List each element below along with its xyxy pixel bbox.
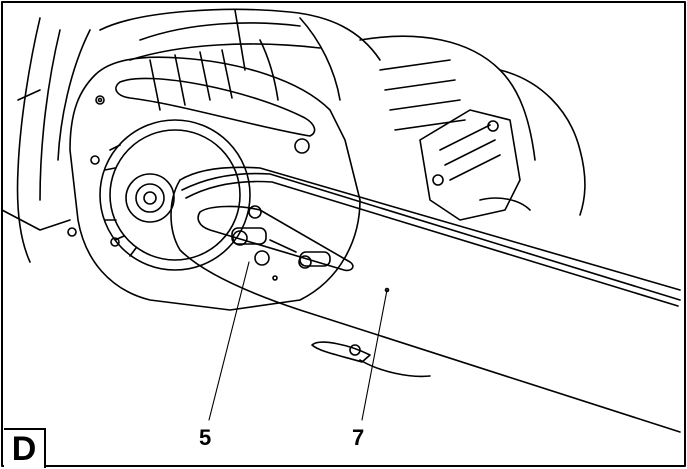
panel-label: D — [4, 428, 46, 468]
leader-7 — [361, 289, 388, 421]
callout-leaders — [208, 261, 388, 421]
callout-5-label: 5 — [199, 425, 212, 450]
leader-5 — [208, 261, 250, 421]
engine-housing — [99, 8, 586, 221]
side-plate — [67, 56, 361, 311]
guide-bar — [170, 166, 681, 433]
callout-7-label: 7 — [352, 425, 365, 450]
left-chassis — [1, 17, 91, 263]
clutch-drum — [99, 119, 251, 271]
